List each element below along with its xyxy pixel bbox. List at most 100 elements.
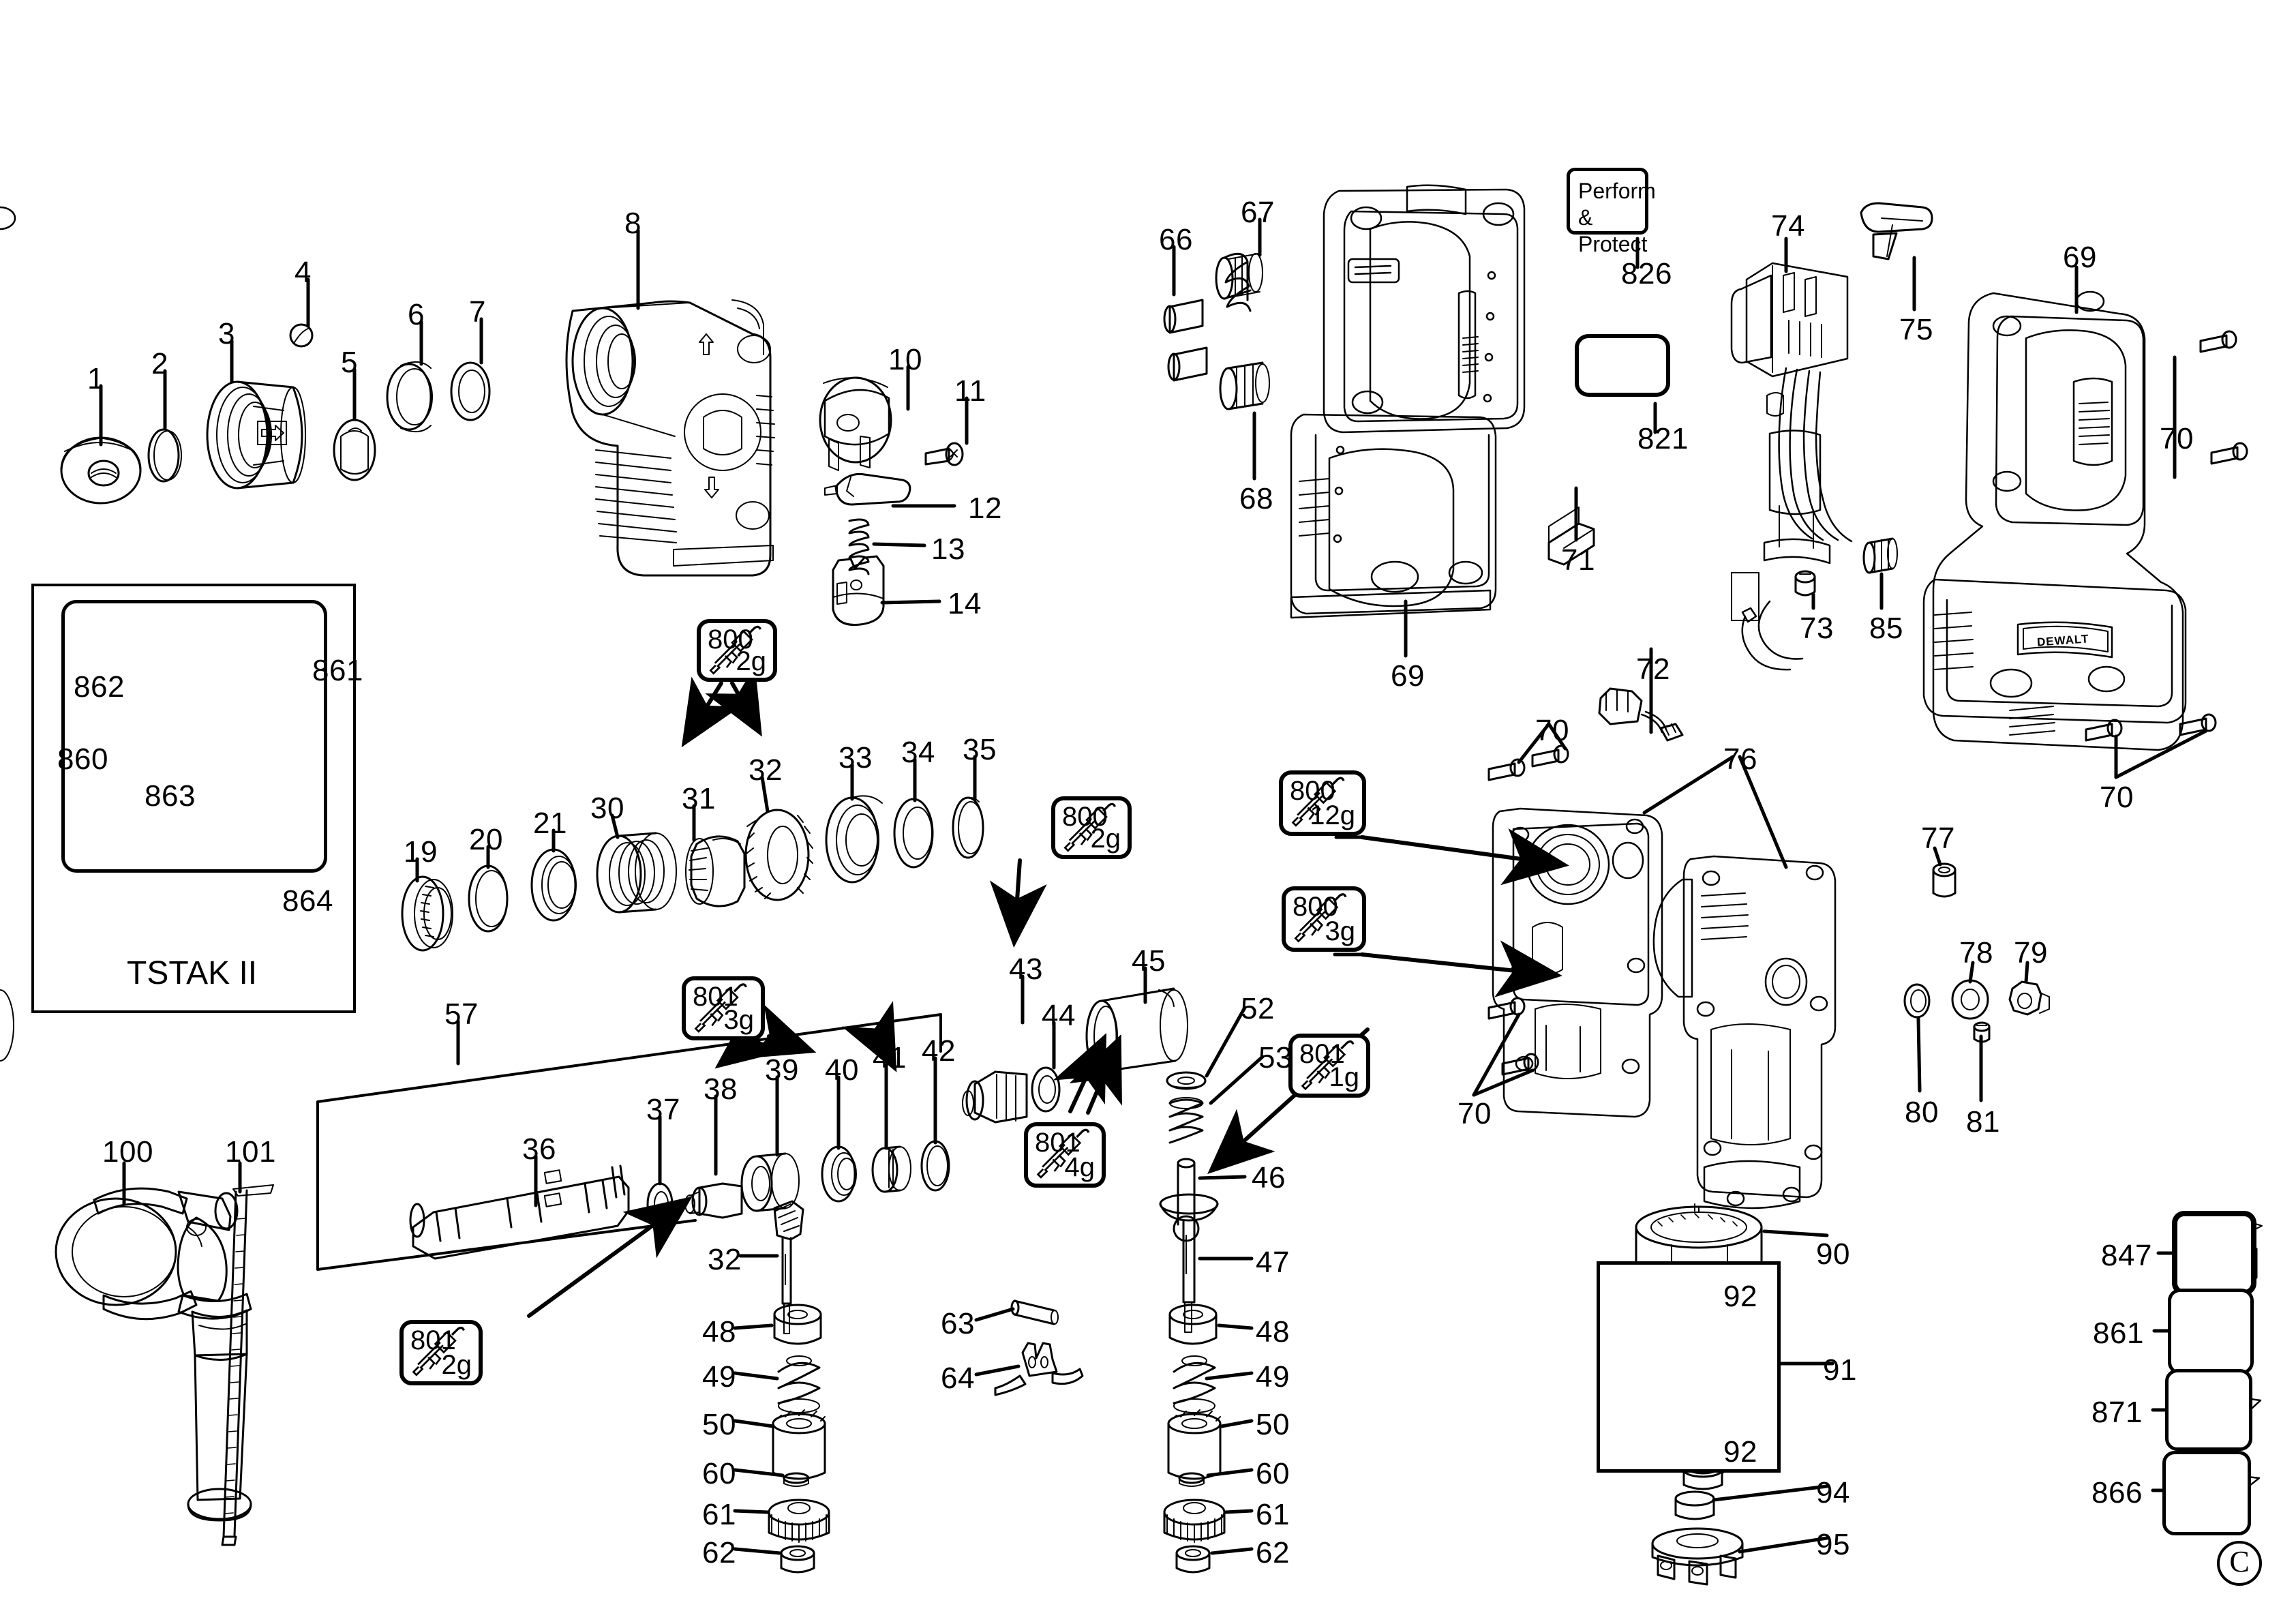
pp-line-1: Perform — [1578, 179, 1656, 203]
part-callout-94: 94 — [1816, 1476, 1850, 1509]
part-32-pinion — [773, 1200, 804, 1334]
part-34 — [893, 798, 934, 869]
pp-line-3: Protect — [1578, 232, 1648, 257]
part-11 — [924, 442, 964, 466]
part-callout-38: 38 — [704, 1072, 738, 1106]
part-12 — [824, 472, 911, 506]
part-64 — [994, 1342, 1084, 1396]
part-62-left — [780, 1545, 815, 1574]
part-callout-862: 862 — [74, 670, 125, 704]
part-callout-74: 74 — [1771, 209, 1805, 243]
part-42 — [920, 1140, 950, 1192]
grease-amount: 3g — [1325, 916, 1356, 946]
part-callout-75: 75 — [1899, 313, 1933, 346]
part-callout-60: 60 — [702, 1457, 736, 1490]
part-callout-861: 861 — [312, 654, 363, 687]
part-callout-43: 43 — [1009, 952, 1043, 986]
part-callout-21: 21 — [533, 807, 567, 840]
oil-amount: 4g — [1064, 1152, 1096, 1182]
part-19 — [401, 875, 453, 952]
accessory-box-866 — [2162, 1451, 2251, 1535]
part-callout-871: 871 — [2091, 1396, 2143, 1429]
part-50-left — [772, 1409, 826, 1480]
part-callout-14: 14 — [948, 587, 982, 620]
part-callout-70: 70 — [2160, 422, 2194, 455]
part-callout-11: 11 — [954, 374, 986, 408]
part-21 — [530, 848, 577, 922]
part-1 — [60, 436, 142, 505]
part-callout-8: 8 — [624, 207, 641, 240]
part-callout-32: 32 — [749, 753, 783, 787]
part-7 — [450, 361, 491, 421]
part-callout-69: 69 — [1391, 659, 1425, 693]
part-81 — [1973, 1021, 1991, 1043]
part-3 — [206, 380, 306, 490]
oil-callout-801-2g: 801 2g — [399, 1320, 483, 1385]
grease-amount: 2g — [736, 646, 767, 676]
part-callout-50: 50 — [1256, 1408, 1290, 1441]
part-callout-30: 30 — [590, 792, 624, 825]
oil-amount: 2g — [441, 1350, 472, 1380]
tstak-title: TSTAK II — [127, 955, 258, 991]
accessory-box-847 — [2172, 1211, 2256, 1295]
part-60-left — [783, 1472, 810, 1487]
part-31 — [685, 835, 746, 907]
part-callout-39: 39 — [765, 1053, 799, 1087]
part-76-right — [1652, 855, 1837, 1209]
part-callout-64: 64 — [941, 1362, 975, 1395]
part-callout-70: 70 — [2100, 781, 2134, 814]
part-13 — [848, 518, 870, 575]
part-35 — [952, 796, 984, 859]
part-callout-44: 44 — [1042, 999, 1076, 1032]
part-callout-34: 34 — [901, 736, 935, 769]
part-callout-41: 41 — [873, 1041, 907, 1074]
part-callout-46: 46 — [1252, 1161, 1286, 1194]
part-61-left — [768, 1499, 830, 1543]
part-callout-36: 36 — [522, 1132, 556, 1166]
part-66 — [1163, 299, 1208, 382]
part-20 — [468, 864, 509, 933]
part-callout-80: 80 — [1905, 1096, 1939, 1129]
part-callout-19: 19 — [404, 835, 438, 869]
part-callout-77: 77 — [1921, 822, 1955, 855]
part-60-right — [1178, 1472, 1205, 1487]
pp-line-2: & — [1578, 205, 1593, 230]
part-callout-79: 79 — [2014, 936, 2048, 969]
part-49-right — [1173, 1355, 1216, 1413]
part-callout-95: 95 — [1816, 1528, 1850, 1561]
part-callout-860: 860 — [57, 742, 108, 776]
part-callout-92: 92 — [1723, 1435, 1757, 1469]
oil-code: 801 — [1299, 1039, 1345, 1069]
part-callout-49: 49 — [702, 1360, 736, 1394]
oil-code: 801 — [410, 1325, 456, 1355]
part-callout-821: 821 — [1637, 422, 1689, 455]
oil-amount: 1g — [1329, 1062, 1360, 1092]
part-5 — [333, 419, 376, 481]
part-callout-32: 32 — [708, 1243, 742, 1276]
part-62-right — [1175, 1545, 1211, 1574]
part-75 — [1860, 202, 1933, 260]
part-callout-864: 864 — [282, 884, 333, 918]
grease-callout-800-2g-b: 800 2g — [1051, 796, 1132, 859]
part-callout-7: 7 — [469, 295, 486, 329]
part-39 — [740, 1152, 800, 1212]
part-callout-37: 37 — [646, 1093, 680, 1126]
part-callout-13: 13 — [931, 532, 965, 566]
part-callout-61: 61 — [702, 1498, 736, 1531]
grease-callout-800-12g: 800 12g — [1279, 770, 1366, 836]
part-77 — [1932, 862, 1957, 898]
part-callout-866: 866 — [2091, 1476, 2143, 1509]
part-callout-1: 1 — [87, 362, 104, 395]
oil-callout-801-3g: 801 3g — [682, 976, 765, 1040]
part-callout-100: 100 — [102, 1135, 153, 1169]
part-callout-85: 85 — [1869, 612, 1903, 645]
part-95 — [1651, 1527, 1744, 1586]
part-callout-68: 68 — [1239, 482, 1273, 515]
part-callout-35: 35 — [963, 733, 997, 766]
part-48-left — [773, 1304, 822, 1345]
part-6 — [386, 361, 433, 433]
part-40 — [821, 1145, 857, 1203]
part-46 — [1173, 1158, 1200, 1242]
part-43 — [962, 1070, 1028, 1124]
part-callout-52: 52 — [1241, 992, 1275, 1025]
